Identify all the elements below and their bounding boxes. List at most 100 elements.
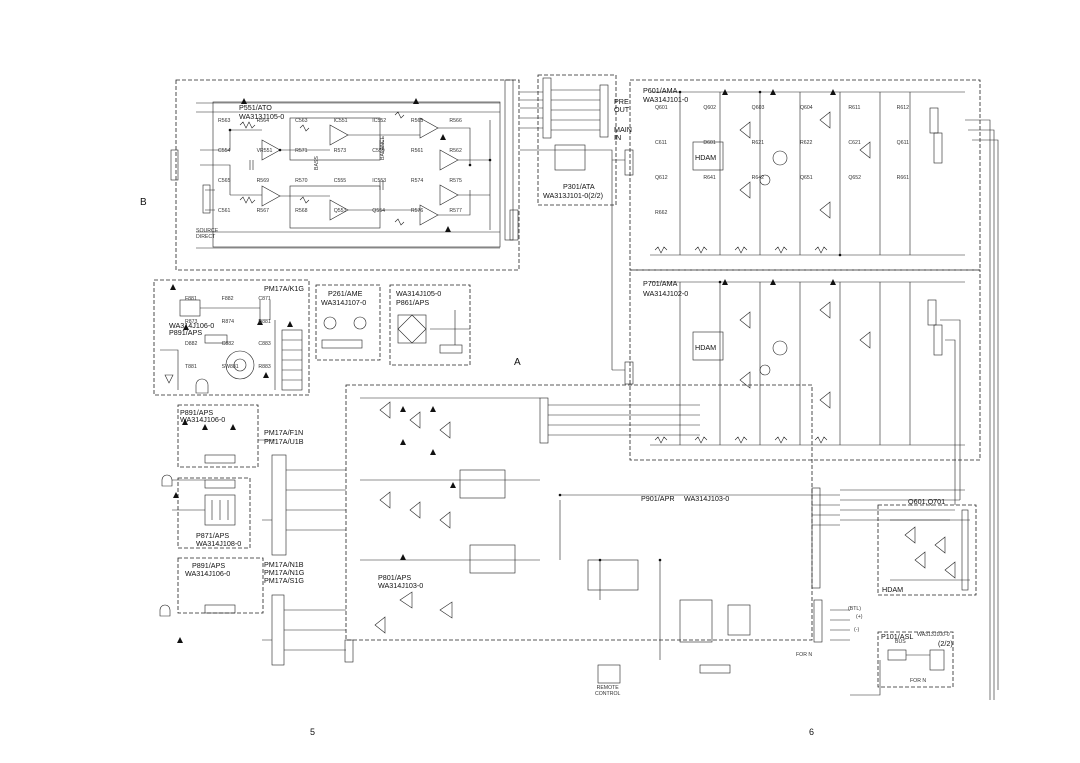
block-p301 xyxy=(537,74,617,206)
component-ref: C563 xyxy=(295,118,308,124)
component-ref: R622 xyxy=(800,140,813,146)
plus-label: (+) xyxy=(856,614,863,620)
pm17a-k1g-part: WA314J106-0 xyxy=(169,321,215,330)
component-ref: R575 xyxy=(449,178,462,184)
component-ref: F881 xyxy=(185,296,197,302)
component-ref: R563 xyxy=(218,118,231,124)
p101-sheet: (2/2) xyxy=(938,639,953,648)
component-ref: D601 xyxy=(703,140,716,146)
component-ref: R568 xyxy=(295,208,308,214)
component-ref: C555 xyxy=(333,178,347,184)
component-ref: R874 xyxy=(221,318,235,325)
bass-label: BASS xyxy=(314,156,320,170)
p551-part: WA313J105-0 xyxy=(239,112,285,121)
block-p101 xyxy=(877,631,954,688)
component-ref: IC551 xyxy=(333,118,348,124)
connector-b-label: B xyxy=(140,197,147,208)
p101-part: WA313J100-0 xyxy=(917,632,950,638)
component-ref: R641 xyxy=(703,175,716,181)
block-p891-b xyxy=(177,404,259,468)
component-ref: R661 xyxy=(896,175,910,181)
p861-name: P861/APS xyxy=(396,298,430,307)
btl-label: (BTL) xyxy=(848,606,861,612)
component-ref: D881 xyxy=(258,318,271,325)
component-ref: R883 xyxy=(258,363,271,370)
component-ref: Q604 xyxy=(800,105,813,111)
component-ref: R564 xyxy=(256,118,269,124)
component-ref: R561 xyxy=(410,148,424,154)
p701-hdam-label: HDAM xyxy=(695,343,717,352)
component-ref: R565 xyxy=(410,118,424,124)
speaker-for-n: FOR N xyxy=(796,652,813,658)
p261-part: WA314J107-0 xyxy=(321,298,367,307)
component-ref: C871 xyxy=(258,296,271,302)
p301-name: P301/ATA xyxy=(563,182,595,191)
component-ref: R562 xyxy=(449,148,462,154)
component-ref: R611 xyxy=(848,105,861,111)
component-ref: D882 xyxy=(185,341,198,347)
component-ref: Q553 xyxy=(333,208,347,214)
p101-bus: BUS xyxy=(895,639,906,645)
p801-part: WA314J103-0 xyxy=(378,581,424,590)
block-p871 xyxy=(177,477,251,549)
q601-hdam-label: HDAM xyxy=(882,585,904,594)
main-in-label: MAIN IN xyxy=(614,125,632,142)
source-direct-label: SOURCE DIRECT xyxy=(196,228,219,240)
component-ref: R573 xyxy=(333,148,347,154)
component-ref: C611 xyxy=(655,140,668,146)
block-pm17a-k1g xyxy=(153,279,310,396)
component-ref: R642 xyxy=(751,175,765,181)
component-ref: SW881 xyxy=(221,363,239,370)
component-ref: IC552 xyxy=(372,118,387,124)
block-p861 xyxy=(389,284,471,366)
component-ref: R576 xyxy=(410,208,424,214)
p301-part: WA313J101-0(2/2) xyxy=(543,191,604,200)
connector-a-label: A xyxy=(514,357,521,368)
p601-hdam-label: HDAM xyxy=(695,153,717,162)
remote-control-label: REMOTE CONTROL xyxy=(595,685,621,697)
component-ref: VR551 xyxy=(256,148,273,154)
component-ref: C561 xyxy=(218,208,231,214)
component-ref: C621 xyxy=(848,140,861,146)
component-ref: R567 xyxy=(256,208,269,214)
component-ref: Q652 xyxy=(848,175,862,181)
component-ref: T881 xyxy=(185,363,197,370)
component-ref: Q602 xyxy=(703,105,717,111)
block-p701 xyxy=(629,269,981,461)
block-p551 xyxy=(175,79,520,271)
p861-part: WA314J105-0 xyxy=(396,289,442,298)
p701-name: P701/AMA xyxy=(643,279,678,288)
component-ref: Q611 xyxy=(896,140,909,146)
p891-b-part: WA314J106-0 xyxy=(180,415,226,424)
q601-name: Q601,Q701 xyxy=(908,497,946,506)
component-ref: Q603 xyxy=(751,105,765,111)
component-ref: Q554 xyxy=(372,208,385,214)
p601-part: WA314J101-0 xyxy=(643,95,689,104)
p871-name: P871/APS xyxy=(196,531,230,540)
component-ref: R662 xyxy=(655,210,668,216)
p701-part: WA314J102-0 xyxy=(643,289,689,298)
p601-name: P601/AMA xyxy=(643,86,678,95)
component-ref: IC553 xyxy=(372,178,387,184)
component-ref: F882 xyxy=(221,296,234,302)
p101-name: P101/ASL xyxy=(881,632,914,641)
component-ref: R569 xyxy=(256,178,269,184)
component-ref: R574 xyxy=(410,178,424,184)
minus-label: (-) xyxy=(854,627,860,633)
left-page-number: 5 xyxy=(310,727,316,737)
pm17a-k1g-name: PM17A/K1G xyxy=(264,284,304,293)
component-ref: R566 xyxy=(449,118,462,124)
component-ref: Q612 xyxy=(655,175,668,181)
component-ref: R621 xyxy=(751,140,765,146)
p891-b-models: PM17A/F1N PM17A/U1B xyxy=(264,428,304,446)
component-ref: R571 xyxy=(295,148,308,154)
p261-name: P261/AME xyxy=(328,289,363,298)
pre-out-label: PRE OUT xyxy=(614,97,630,114)
p891-c-part: WA314J106-0 xyxy=(185,569,231,578)
component-ref: C882 xyxy=(221,341,235,347)
component-ref: Q651 xyxy=(800,175,813,181)
p551-name: P551/ATO xyxy=(239,103,272,112)
p891-b-name: P891/APS xyxy=(180,408,214,417)
component-ref: C883 xyxy=(258,341,271,347)
component-ref: R873 xyxy=(185,318,198,325)
